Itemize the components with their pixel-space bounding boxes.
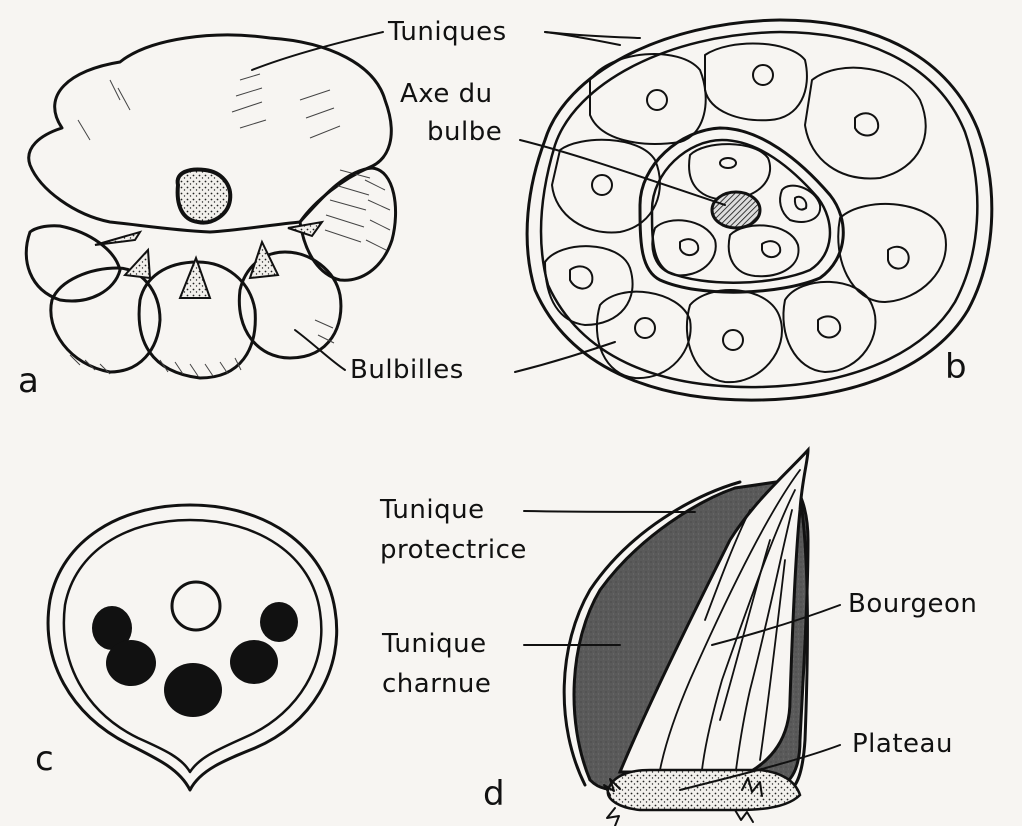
label-tunique-charnue-line1: Tunique — [381, 629, 487, 659]
bulbille-left — [51, 268, 160, 372]
bulb-axis-center — [178, 170, 231, 223]
panel-letters: a b c d — [18, 347, 967, 814]
label-tuniques: Tuniques — [387, 17, 507, 47]
panel-a-bulb — [26, 35, 395, 378]
plateau-region — [608, 770, 800, 810]
leader-bulbilles-b — [515, 342, 615, 372]
bulb-axis-section — [712, 192, 760, 228]
label-bulbilles: Bulbilles — [350, 355, 464, 385]
leader-tuniques-b2 — [545, 32, 640, 38]
bulbille-far-left — [26, 226, 120, 301]
leader-tunique-protectrice — [524, 511, 695, 512]
label-axe-line1: Axe du — [400, 79, 493, 109]
label-bourgeon: Bourgeon — [848, 589, 977, 619]
label-plateau: Plateau — [852, 729, 953, 759]
leader-axe — [520, 140, 725, 205]
label-tunique-charnue-line2: charnue — [382, 669, 491, 699]
panel-letter-c: c — [35, 739, 54, 779]
panel-b-cross-section — [527, 20, 992, 400]
label-tunique-protectrice-line2: protectrice — [380, 535, 527, 565]
panel-letter-d: d — [483, 774, 505, 814]
tunic-shading — [78, 74, 370, 242]
label-axe-line2: bulbe — [427, 117, 502, 147]
panel-d-longitudinal — [564, 450, 808, 826]
label-tunique-protectrice-line1: Tunique — [379, 495, 485, 525]
panel-c-section — [48, 505, 337, 790]
section-outer-outline — [48, 505, 337, 790]
central-hollow — [172, 582, 220, 630]
panel-letter-a: a — [18, 361, 39, 401]
panel-letter-b: b — [945, 347, 967, 387]
